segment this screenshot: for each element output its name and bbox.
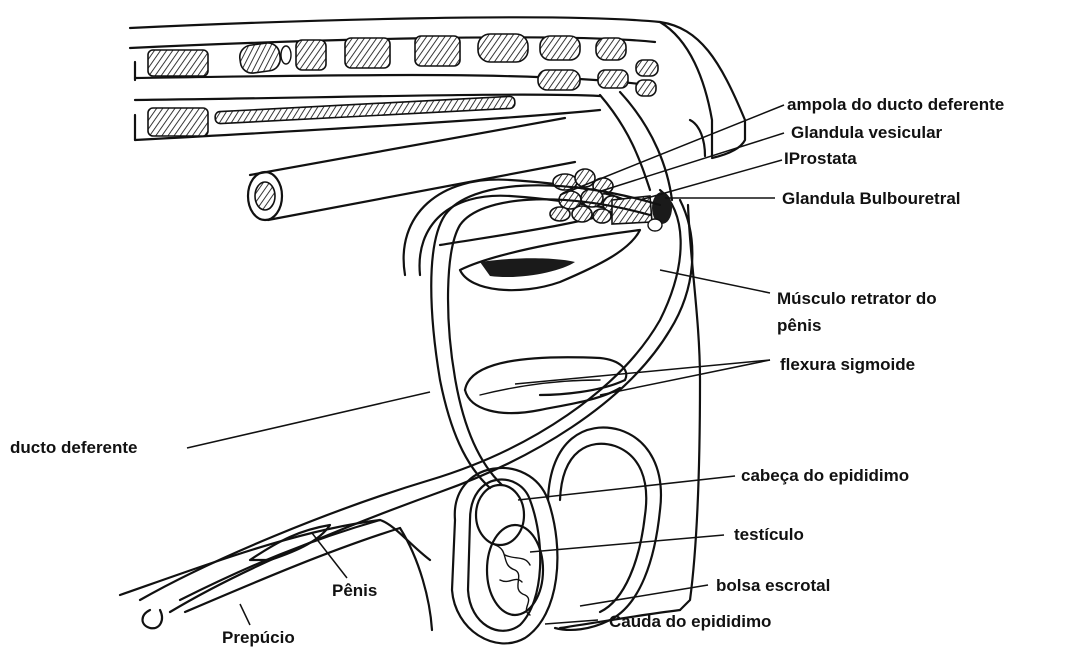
label-prostata: IProstata	[784, 149, 857, 168]
label-penis: Pênis	[332, 581, 377, 600]
vertebrae	[148, 34, 658, 136]
label-bolsa-escrotal: bolsa escrotal	[716, 576, 830, 595]
label-cauda-epididimo: Cauda do epididimo	[609, 612, 771, 631]
label-cabeca-epididimo: cabeça do epididimo	[741, 466, 909, 485]
label-testiculo: testículo	[734, 525, 804, 544]
label-musculo-retrator-line1: Músculo retrator do	[777, 289, 937, 308]
label-musculo-retrator-line2: pênis	[777, 316, 821, 335]
label-ducto-deferente: ducto deferente	[10, 438, 138, 457]
rectum	[248, 118, 575, 220]
retractor-muscle	[460, 230, 640, 290]
label-glandula-bulbouretral: Glandula Bulbouretral	[782, 189, 961, 208]
vesicular-gland	[550, 169, 652, 224]
label-prepucio: Prepúcio	[222, 628, 295, 647]
pelvic-urethra	[140, 92, 692, 612]
label-flexura-sigmoide: flexura sigmoide	[780, 355, 915, 374]
label-ampola: ampola do ducto deferente	[787, 95, 1004, 114]
testis	[476, 485, 543, 615]
label-glandula-vesicular: Glandula vesicular	[791, 123, 943, 142]
